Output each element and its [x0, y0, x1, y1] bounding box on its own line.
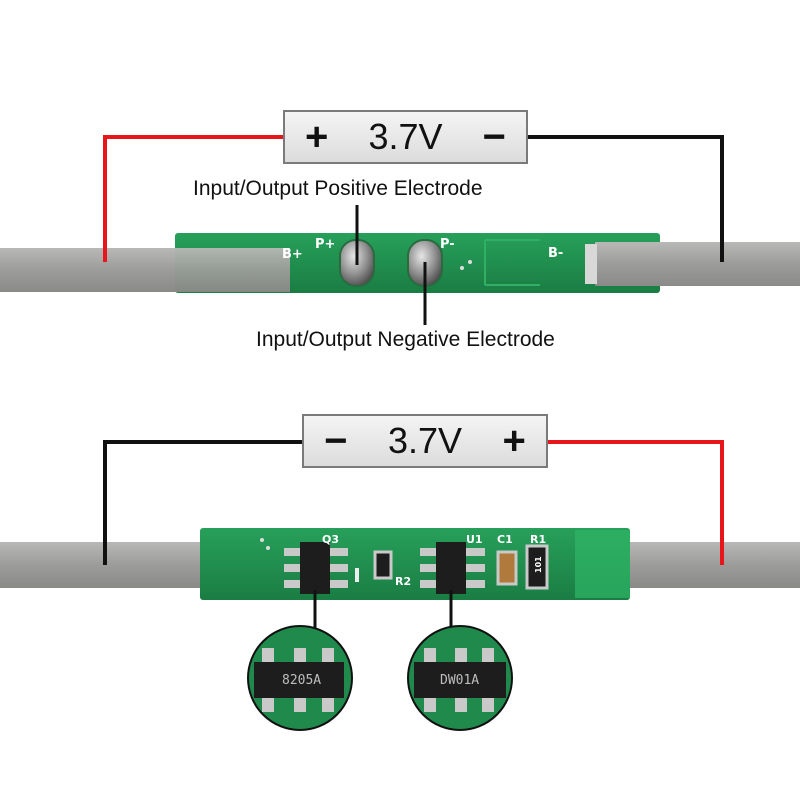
- chip-marking-8205a: 8205A: [282, 673, 321, 688]
- pcb-label-r1: R1: [530, 533, 546, 546]
- pcb-label-b-plus: B+: [282, 247, 303, 262]
- pcb-label-b-minus: B-: [548, 246, 563, 261]
- q3-chip: [284, 542, 348, 594]
- pcb-label-r2: R2: [395, 575, 411, 588]
- bottom-voltage-box: − 3.7V +: [302, 414, 548, 468]
- r1-value: 101: [534, 556, 543, 573]
- bottom-plus-sign: +: [502, 419, 526, 463]
- zoom-circle-8205a: 8205A: [247, 625, 353, 731]
- bottom-pcb-board: [200, 528, 630, 600]
- top-minus-sign: −: [482, 115, 506, 159]
- top-diagram: B+ P+ P- B-: [0, 135, 800, 325]
- top-plus-sign: +: [305, 115, 329, 159]
- zoom-circle-dw01a: DW01A: [407, 625, 513, 731]
- top-red-wire: [103, 135, 285, 262]
- top-black-wire: [528, 135, 724, 262]
- pcb-label-u1: U1: [466, 533, 483, 546]
- r2-resistor: [373, 550, 393, 580]
- u1-chip: [420, 542, 485, 594]
- bottom-red-wire: [548, 440, 724, 565]
- pcb-label-p-minus: P-: [440, 237, 455, 252]
- r1-resistor: [525, 544, 549, 590]
- bottom-voltage-value: 3.7V: [387, 420, 463, 461]
- pcb-label-p-plus: P+: [315, 237, 335, 252]
- c1-capacitor: [496, 550, 518, 586]
- bottom-minus-sign: −: [324, 419, 348, 463]
- top-voltage-value: 3.7V: [368, 116, 443, 157]
- pcb-label-c1: C1: [497, 533, 513, 546]
- bottom-black-wire: [103, 440, 302, 565]
- negative-electrode-label: Input/Output Negative Electrode: [256, 328, 555, 351]
- top-voltage-box: + 3.7V −: [283, 110, 528, 164]
- positive-electrode-label: Input/Output Positive Electrode: [193, 177, 483, 200]
- chip-marking-dw01a: DW01A: [440, 673, 479, 688]
- pcb-label-q3: Q3: [322, 533, 339, 546]
- bottom-diagram: 101 Q3 U1 C1 R1 R2: [0, 440, 800, 731]
- bottom-right-nickel-strip: [615, 542, 800, 588]
